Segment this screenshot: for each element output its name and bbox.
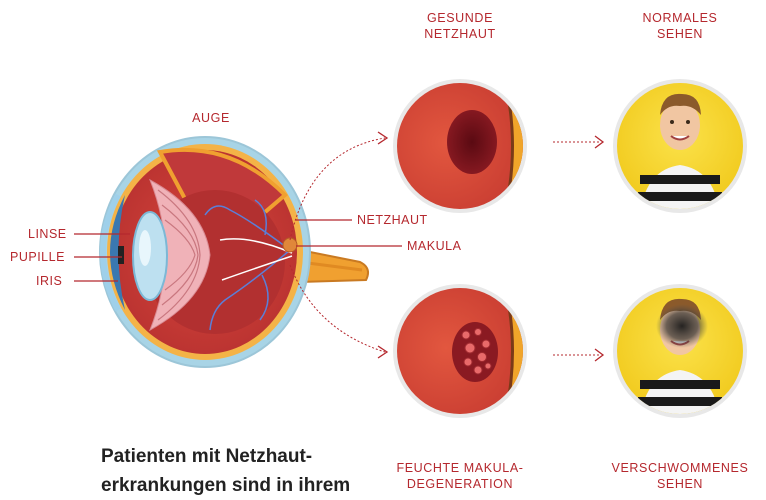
eye-illustration — [100, 137, 368, 367]
label-normales-sehen: NORMALES SEHEN — [620, 10, 740, 42]
healthy-retina-circle — [390, 79, 530, 220]
label-auge: AUGE — [166, 110, 256, 126]
blurred-vision-circle — [610, 284, 750, 425]
headline: Patienten mit Netzhaut- erkrankungen sin… — [101, 442, 431, 500]
amd-retina-circle — [390, 284, 530, 425]
label-linse: LINSE — [28, 226, 67, 242]
label-pupille: PUPILLE — [10, 249, 65, 265]
normal-vision-circle — [610, 79, 750, 220]
label-netzhaut: NETZHAUT — [357, 212, 428, 228]
label-gesunde-netzhaut: GESUNDE NETZHAUT — [400, 10, 520, 42]
straight-arrows — [553, 142, 600, 355]
label-makula: MAKULA — [407, 238, 461, 254]
label-iris: IRIS — [36, 273, 62, 289]
curve-arrow-heads — [378, 132, 387, 358]
label-verschwommenes-sehen: VERSCHWOMMENES SEHEN — [605, 460, 755, 492]
